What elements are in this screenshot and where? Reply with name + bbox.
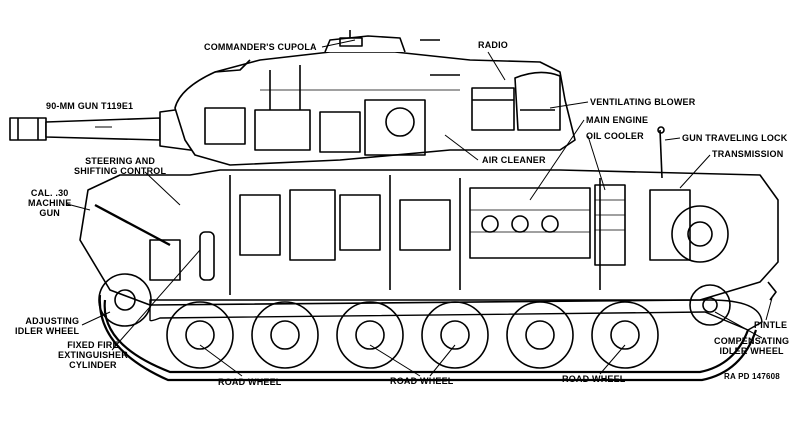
label-mg-line2: MACHINE [28, 198, 72, 208]
adjusting-idler-wheel-shape [98, 273, 152, 327]
label-steering-line1: STEERING AND [85, 156, 156, 166]
label-cal30-machine-gun: CAL. .30 MACHINE GUN [28, 188, 71, 218]
label-mg-line3: GUN [39, 208, 60, 218]
label-road-wheel-left: ROAD WHEEL [218, 377, 282, 387]
label-steering-line2: SHIFTING CONTROL [74, 166, 167, 176]
label-fire-line2: EXTINGUISHER [58, 350, 128, 360]
label-fire-line1: FIXED FIRE [67, 340, 119, 350]
label-reference-number: RA PD 147608 [724, 372, 780, 381]
label-road-wheel-right: ROAD WHEEL [562, 374, 626, 384]
label-adjusting-line1: ADJUSTING [25, 316, 80, 326]
label-pintle: PINTLE [754, 320, 788, 330]
label-fire-line3: CYLINDER [69, 360, 117, 370]
label-transmission: TRANSMISSION [712, 149, 784, 159]
label-adjusting-line2: IDLER WHEEL [15, 326, 80, 336]
label-ventilating-blower: VENTILATING BLOWER [590, 97, 696, 107]
label-compensating-idler-wheel: COMPENSATING IDLER WHEEL [714, 336, 789, 356]
label-fixed-fire-extinguisher: FIXED FIRE EXTINGUISHER CYLINDER [58, 340, 128, 370]
leader-lines [66, 39, 773, 377]
label-oil-cooler: OIL COOLER [586, 131, 644, 141]
label-comp-line2: IDLER WHEEL [719, 346, 784, 356]
road-wheels [98, 273, 731, 369]
label-comp-line1: COMPENSATING [714, 336, 790, 346]
label-road-wheel-center: ROAD WHEEL [390, 376, 454, 386]
label-gun-traveling-lock: GUN TRAVELING LOCK [682, 133, 788, 143]
label-steering-shifting-control: STEERING AND SHIFTING CONTROL [74, 156, 166, 176]
label-main-engine: MAIN ENGINE [586, 115, 649, 125]
label-air-cleaner: AIR CLEANER [482, 155, 546, 165]
turret [174, 30, 576, 166]
label-commanders-cupola: COMMANDER'S CUPOLA [204, 42, 317, 52]
compensating-idler-wheel-shape [689, 284, 731, 326]
label-mg-line1: CAL. .30 [30, 188, 69, 198]
label-adjusting-idler-wheel: ADJUSTING IDLER WHEEL [15, 316, 79, 336]
label-90mm-gun: 90-MM GUN T119E1 [46, 101, 134, 111]
label-radio: RADIO [478, 40, 508, 50]
hull [79, 126, 779, 306]
